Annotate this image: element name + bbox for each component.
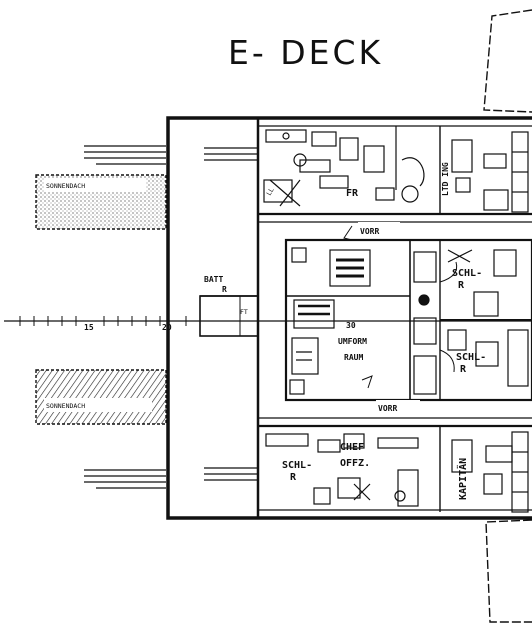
lower-wing-outline — [485, 519, 532, 623]
room-kapitan-label: KAPITÄN — [455, 458, 469, 500]
room-battery-label-1: BATT — [204, 275, 223, 284]
room-schl-lower-label-1: SCHL- — [282, 460, 312, 471]
room-small-upper-label: LL — [265, 186, 276, 197]
deck-title: E- DECK — [228, 33, 383, 72]
stair-rails — [84, 145, 258, 489]
room-ft-label: FT — [240, 308, 248, 316]
furniture-center — [289, 247, 529, 395]
room-uniform-label-2: UMFORM — [338, 337, 367, 346]
upper-wing-outline — [483, 9, 532, 113]
room-schl-lower-label-2: R — [290, 472, 297, 483]
furniture-upper-left — [263, 129, 425, 207]
furniture-lower-right — [451, 431, 529, 513]
sun-roof-upper-label: SONNENDACH — [46, 182, 85, 190]
door-swings — [343, 225, 458, 389]
room-ltd-ing-label: LTD ING — [441, 162, 450, 196]
sun-roof-lower — [35, 369, 167, 425]
room-schl-upper-label-2: R — [458, 280, 465, 291]
room-uniform-label-1: 30 — [346, 321, 356, 330]
room-schl-middle-label-1: SCHL- — [456, 352, 486, 363]
furniture-upper-right — [451, 131, 529, 213]
axis-tick-15: 15 — [84, 323, 94, 332]
sun-roof-lower-label: SONNENDACH — [46, 402, 85, 410]
sun-roof-upper — [35, 174, 167, 230]
room-schl-upper-label-1: SCHL- — [452, 268, 482, 279]
room-chief-officer-label-2: OFFZ. — [340, 458, 370, 469]
room-vorr-upper-label: VORR — [360, 227, 379, 236]
room-schl-middle-label-2: R — [460, 364, 467, 375]
furniture-lower-left — [265, 433, 419, 507]
room-chief-officer-label-1: CHEF — [340, 442, 364, 453]
room-vorr-lower-label: VORR — [378, 404, 397, 413]
room-battery-label-2: R — [222, 285, 227, 294]
room-fr-label: FR — [346, 188, 359, 199]
deck-outline — [166, 116, 532, 520]
room-uniform-label-3: RAUM — [344, 353, 363, 362]
